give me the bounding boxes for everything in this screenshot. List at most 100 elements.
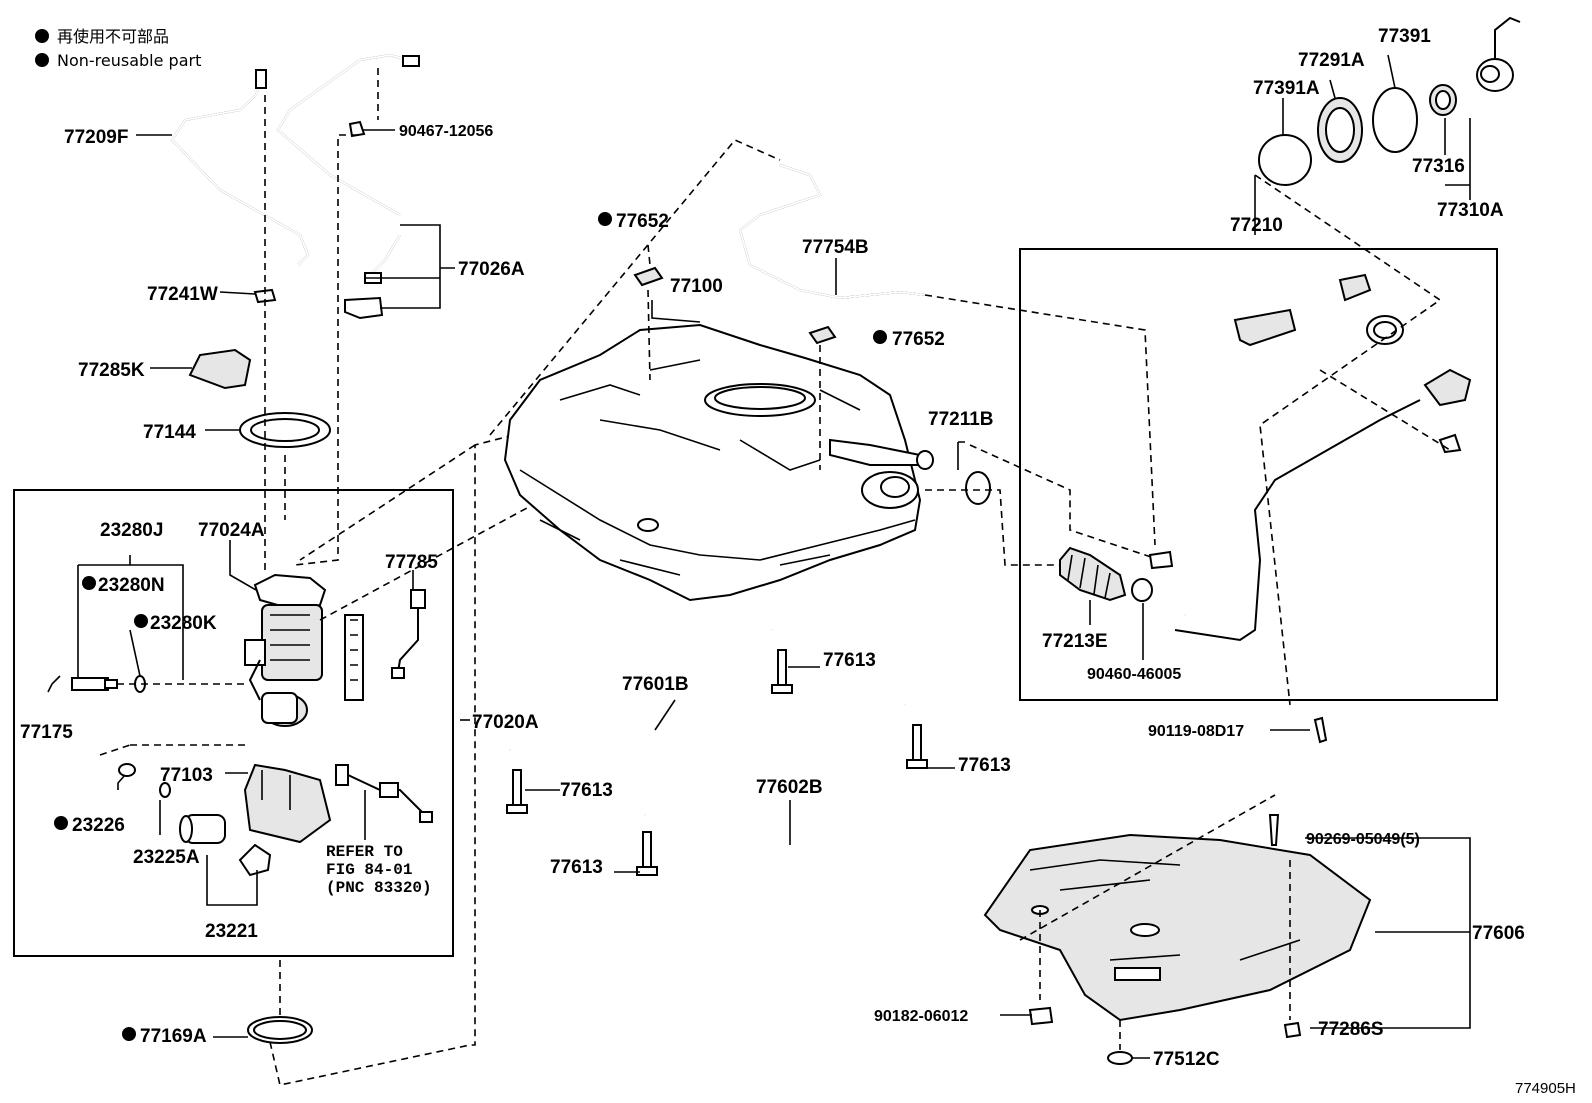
non-reusable-dot-icon [35,29,49,43]
label-90182-06012: 90182-06012 [874,1008,968,1025]
protector-77285k [188,348,252,390]
bolt-77613-a [771,649,793,694]
label-77020a: 77020A [472,712,539,733]
wire-harness [335,764,433,823]
pad-dash-a [647,244,651,381]
label-77144: 77144 [143,422,196,443]
retainer-ring-77144 [239,412,331,448]
label-77613-d: 77613 [550,857,603,878]
label-77100: 77100 [670,276,723,297]
label-77103: 77103 [160,765,213,786]
label-77613-a: 77613 [823,650,876,671]
non-reusable-markers [54,212,887,1041]
refer-line-3: (PNC 83320) [326,879,432,897]
label-23280k: 23280K [150,613,217,634]
nut-90182 [1028,1006,1054,1026]
fuel-tube-77209f [170,69,310,266]
strap-77601b [509,629,777,762]
filler-pipe-box [1019,248,1498,701]
cover-dash [1019,794,1276,1000]
diagram-code: 774905H [1515,1080,1576,1097]
label-77601b: 77601B [622,674,689,695]
legend-en: Non-reusable part [57,51,201,70]
label-77652-a: 77652 [616,211,669,232]
label-23225a: 23225A [133,847,200,868]
fuel-tank-77100 [503,323,934,602]
label-77285k: 77285K [78,360,145,381]
under-cover-77606 [983,833,1372,1022]
gasket-23226 [99,744,250,798]
bolt-77613-b [906,724,928,769]
vapor-dash [294,68,379,566]
clip-90467 [348,120,366,138]
label-77652-b: 77652 [892,329,945,350]
label-77391a: 77391A [1253,78,1320,99]
fuel-pump-23221 [179,814,272,877]
non-reusable-dot-icon [35,53,49,67]
clip-77241w [253,288,277,304]
label-90119-08d17: 90119-08D17 [1148,723,1244,740]
label-77785: 77785 [385,552,438,573]
label-77286s: 77286S [1318,1019,1384,1040]
label-77613-b: 77613 [958,755,1011,776]
clip-77286s [1283,1021,1302,1039]
filler-pipe-77210 [1148,273,1472,642]
label-23280n: 23280N [98,575,165,596]
clamp-77211b [957,441,991,505]
pad-77652-b [808,325,837,345]
filler-dash [1254,174,1442,706]
sender-77785 [391,589,426,679]
filler-dash-2 [1319,369,1451,451]
label-90460-46005: 90460-46005 [1087,666,1181,683]
vent-tube-77754b [738,164,926,300]
label-77391: 77391 [1378,26,1431,47]
label-90467-12056: 90467-12056 [399,123,493,140]
bolt-90269 [1268,814,1280,846]
leader-lines [117,54,1471,1059]
bolt-77613-d [636,831,658,876]
label-77310a: 77310A [1437,200,1504,221]
vent-dash [924,294,1156,546]
plug-77512c [1107,1051,1133,1065]
pump-bracket-77103 [243,763,332,844]
pad-77652-a [633,266,664,287]
legend: 再使用不可部品 Non-reusable part [35,27,201,70]
label-77169a: 77169A [140,1026,207,1047]
quick-connector-23280 [47,555,245,693]
label-77754b: 77754B [802,237,869,258]
label-77291a: 77291A [1298,50,1365,71]
clamp-dash [925,489,1060,566]
bolt-77613-c [506,769,528,814]
label-77026a: 77026A [458,259,525,280]
screw-90119 [1313,716,1328,744]
label-77316: 77316 [1412,156,1465,177]
refer-line-2: FIG 84-01 [326,861,412,879]
label-77024a: 77024A [198,520,265,541]
pump-assembly-box [13,489,454,957]
legend-jp: 再使用不可部品 [57,27,169,46]
label-77241w: 77241W [147,284,218,305]
label-77613-c: 77613 [560,780,613,801]
clamp-dash-2 [969,444,1161,561]
label-23221: 23221 [205,921,258,942]
refer-line-1: REFER TO [326,843,403,861]
hose-77213e [1059,546,1153,602]
cap-assembly [1258,16,1521,186]
part-labels: 77209F 90467-12056 77026A 77241W 77285K … [20,26,1576,1097]
label-23226: 23226 [72,815,125,836]
label-23280j: 23280J [100,520,163,541]
gasket-77169a [247,1016,313,1044]
label-90269-05049: 90269-05049(5) [1306,831,1420,848]
label-77602b: 77602B [756,777,823,798]
label-77211b: 77211B [928,409,994,430]
fuel-pump-module-77024a [244,573,327,727]
label-77606: 77606 [1472,923,1525,944]
label-77512c: 77512C [1153,1049,1220,1070]
fuel-level-gauge [344,614,364,701]
strap-77602b [643,704,907,882]
label-77209f: 77209F [64,127,128,148]
label-77175: 77175 [20,722,73,743]
label-77210: 77210 [1230,215,1283,236]
